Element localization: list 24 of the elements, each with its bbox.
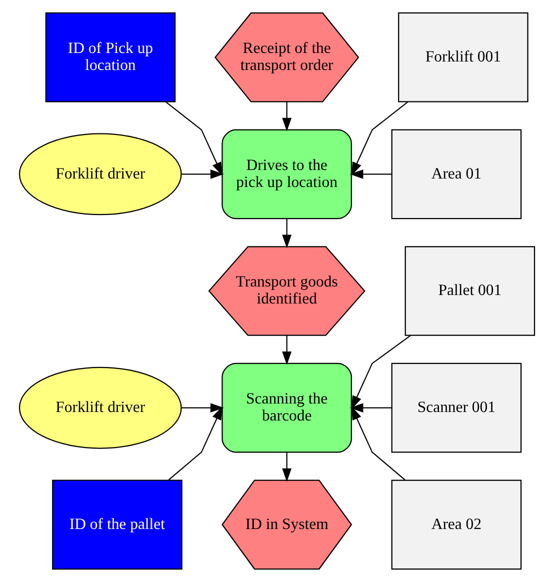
arrow [351, 335, 411, 410]
arrow [350, 403, 392, 413]
node-box: Area 01 [391, 129, 522, 220]
node-box: Pallet 001 [404, 246, 536, 336]
arrow [282, 452, 292, 482]
arrow [181, 169, 224, 179]
arrow [282, 102, 292, 132]
node-box: Scanner 001 [391, 362, 522, 453]
arrow [181, 403, 224, 413]
arrow [168, 406, 222, 480]
arrow [282, 218, 292, 248]
arrow [282, 335, 292, 366]
node-box: Drives to the pick up location [222, 129, 352, 220]
node-box: ID of the pallet [52, 480, 182, 570]
node-ellipse: Forklift driver [18, 133, 182, 216]
node-box: Area 02 [391, 480, 522, 570]
node-box: Forklift 001 [398, 12, 528, 102]
arrow [351, 102, 408, 176]
arrow [166, 102, 222, 176]
arrow [351, 406, 406, 480]
arrow [350, 169, 392, 179]
node-ellipse: Forklift driver [18, 366, 182, 449]
node-box: Scanning the barcode [222, 362, 352, 453]
node-box: ID of Pick up location [45, 12, 176, 102]
